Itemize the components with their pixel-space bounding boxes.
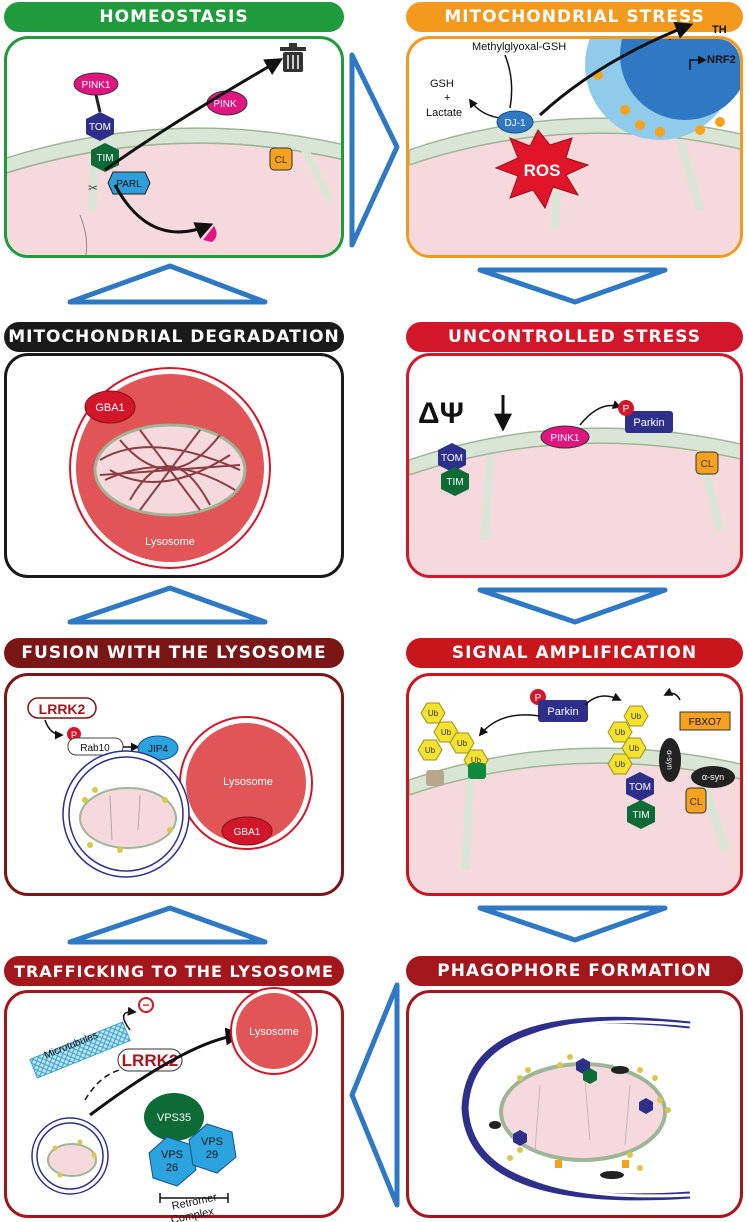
label-vps26-a: VPS	[161, 1149, 183, 1161]
trafficking-scene: − Microtubules LRRK2 Lysosome VPS35 VPS …	[29, 987, 318, 1222]
label-gsh: GSH	[430, 78, 454, 90]
mito-stress-labels: Methylglyoxal-GSH GSH + Lactate ROS DJ-1…	[426, 21, 736, 210]
header-mitochondrial-stress: MITOCHONDRIAL STRESS	[406, 2, 743, 32]
label-parl: PARL	[116, 179, 142, 190]
mito-stress-scene	[409, 39, 740, 255]
flow-arrow-up-2	[67, 585, 268, 625]
header-homeostasis: HOMEOSTASIS	[4, 2, 344, 32]
label-gba1-fusion: GBA1	[234, 827, 261, 838]
label-delta-psi: ΔΨ	[418, 397, 464, 430]
label-vps29-a: VPS	[201, 1136, 223, 1148]
label-lactate: Lactate	[426, 107, 462, 119]
label-tim: TIM	[96, 153, 113, 164]
label-cl-uncontrolled: CL	[701, 459, 714, 470]
label-methylglyoxal: Methylglyoxal-GSH	[472, 41, 566, 53]
signal-labels: P Parkin FBXO7 Ub Ub Ub Ub Ub Ub Ub	[417, 687, 735, 829]
ub-label: Ub	[428, 709, 439, 718]
ub-label: Ub	[615, 760, 626, 769]
label-cl: CL	[275, 155, 288, 166]
svg-text:✂: ✂	[88, 181, 98, 195]
label-parkin-uncontrolled: Parkin	[633, 417, 664, 429]
flow-arrow-left	[349, 982, 400, 1208]
homeostasis-proteins: PINK1 TOM TIM PARL PINK CL ✂	[73, 43, 306, 242]
label-th: TH	[712, 24, 727, 36]
label-p-uncontrolled: P	[623, 404, 630, 415]
flow-arrow-down-3	[477, 905, 668, 943]
label-gba1-degradation: GBA1	[95, 402, 124, 414]
header-uncontrolled-stress: UNCONTROLLED STRESS	[406, 322, 743, 352]
label-lrrk2-fusion: LRRK2	[39, 701, 86, 717]
label-ros: ROS	[524, 161, 561, 180]
fusion-scene: LRRK2 P Rab10 JIP4 Lysosome GBA1	[27, 697, 313, 878]
label-vps29-b: 29	[206, 1149, 218, 1161]
header-signal-amplification: SIGNAL AMPLIFICATION	[406, 638, 743, 668]
label-tom: TOM	[89, 122, 111, 133]
header-trafficking-to-lysosome: TRAFFICKING TO THE LYSOSOME	[4, 956, 344, 986]
ub-label: Ub	[457, 739, 468, 748]
label-pink: PINK	[213, 99, 237, 110]
header-phagophore-formation: PHAGOPHORE FORMATION	[406, 956, 743, 986]
label-plus: +	[444, 92, 450, 104]
label-lysosome-degradation: Lysosome	[145, 536, 195, 548]
label-rab10: Rab10	[80, 743, 110, 754]
phagophore-scene	[461, 1016, 691, 1201]
flow-arrow-down-2	[477, 587, 668, 625]
ub-chain-right: Ub Ub Ub Ub	[607, 705, 649, 775]
flow-arrow-down-1	[477, 267, 668, 305]
header-mitochondrial-degradation: MITOCHONDRIAL DEGRADATION	[4, 322, 344, 352]
label-p-signal: P	[535, 693, 542, 704]
label-vps35: VPS35	[157, 1112, 191, 1124]
uncontrolled-labels: ΔΨ TOM TIM PINK1 Parkin P CL	[418, 395, 719, 496]
uncontrolled-scene	[409, 427, 740, 575]
label-lysosome-fusion: Lysosome	[223, 776, 273, 788]
trash-icon	[280, 43, 306, 72]
label-dj1: DJ-1	[504, 118, 526, 129]
ub-label: Ub	[425, 746, 436, 755]
ub-label: Ub	[615, 728, 626, 737]
ros-burst	[494, 129, 590, 210]
ub-label: Ub	[471, 756, 482, 765]
ub-label: Ub	[629, 744, 640, 753]
ub-label: Ub	[441, 728, 452, 737]
label-tom-uncontrolled: TOM	[441, 453, 463, 464]
label-cl-signal: CL	[690, 797, 703, 808]
label-pink1: PINK1	[82, 80, 111, 91]
label-parkin-signal: Parkin	[547, 706, 578, 718]
label-tim-signal: TIM	[632, 810, 649, 821]
label-pink1-uncontrolled: PINK1	[551, 433, 580, 444]
label-p-fusion: P	[71, 730, 77, 740]
flow-arrow-up-3	[67, 905, 268, 945]
ub-label: Ub	[631, 712, 642, 721]
label-tim-uncontrolled: TIM	[446, 477, 463, 488]
signal-scene	[409, 747, 740, 893]
label-fbxo7: FBXO7	[689, 717, 722, 728]
label-nrf2: NRF2	[707, 54, 736, 66]
label-lysosome-trafficking: Lysosome	[249, 1026, 299, 1038]
ub-chain-middle: Ub Ub	[449, 732, 489, 779]
flow-arrow-up-1	[67, 263, 268, 305]
label-asyn-signal-1: α-syn	[665, 750, 674, 770]
label-minus: −	[142, 998, 149, 1012]
label-tom-signal: TOM	[629, 782, 651, 793]
homeostasis-scene	[7, 127, 341, 255]
label-vps26-b: 26	[166, 1162, 178, 1174]
flow-arrow-right	[349, 52, 400, 248]
label-jip4: JIP4	[148, 744, 168, 755]
degradation-scene: GBA1 Lysosome	[69, 367, 271, 569]
label-asyn-signal-2: α-syn	[702, 772, 724, 782]
header-fusion-with-lysosome: FUSION WITH THE LYSOSOME	[4, 638, 344, 668]
ub-chain-left: Ub Ub Ub	[417, 702, 459, 786]
